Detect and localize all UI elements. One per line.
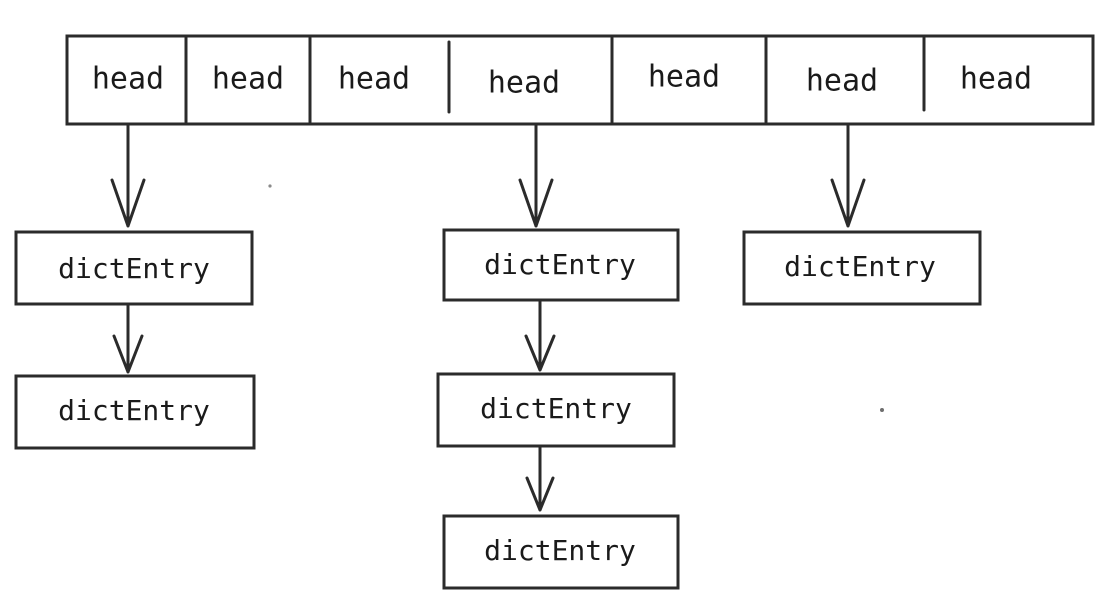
arrow [830, 122, 866, 228]
dict-entry-label: dictEntry [484, 534, 636, 567]
dict-entry-label: dictEntry [480, 392, 632, 425]
dict-entry-box [742, 230, 982, 306]
bucket-head-label: head [212, 62, 284, 97]
pencil-speck [880, 408, 884, 412]
dict-entry-box [436, 372, 676, 448]
bucket-array: head head head head head head head [65, 34, 1095, 126]
arrow [524, 298, 556, 372]
dict-entry-box [14, 374, 256, 450]
dict-entry-label: dictEntry [484, 248, 636, 281]
arrow [525, 444, 555, 512]
pencil-speck [268, 184, 272, 188]
bucket-head-label: head [648, 60, 720, 95]
bucket-head-label: head [488, 66, 560, 101]
arrow [112, 302, 144, 374]
arrow [110, 122, 146, 228]
bucket-head-label: head [92, 62, 164, 97]
chain-bucket-3: dictEntry dictEntry dictEntry [436, 122, 680, 590]
bucket-head-label: head [806, 64, 878, 99]
dict-entry-label: dictEntry [58, 394, 210, 427]
bucket-array-frame [65, 34, 1095, 126]
chain-bucket-0: dictEntry dictEntry [14, 122, 256, 450]
dict-entry-box [442, 514, 680, 590]
dict-entry-label: dictEntry [784, 250, 936, 283]
chain-bucket-5: dictEntry [742, 122, 982, 306]
dict-entry-label: dictEntry [58, 252, 210, 285]
bucket-head-label: head [338, 62, 410, 97]
dict-entry-box [442, 228, 680, 302]
bucket-head-label: head [960, 62, 1032, 97]
dict-entry-box [14, 230, 254, 306]
arrow [518, 122, 554, 228]
